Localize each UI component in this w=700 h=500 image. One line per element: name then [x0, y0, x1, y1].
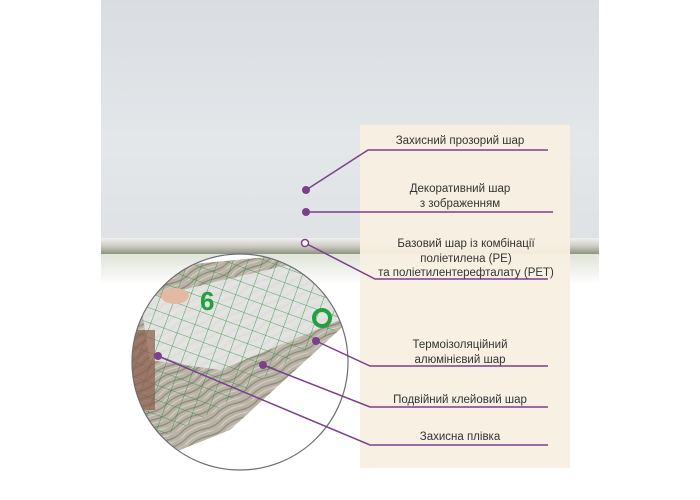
label-text: Подвійний клейовий шар [393, 394, 527, 406]
marker-dot [259, 361, 267, 369]
label-protective-film: Захисна плівка [360, 430, 560, 445]
marker-dot [302, 208, 310, 216]
magnified-sample: 6 [132, 254, 348, 470]
marker-dot [154, 352, 162, 360]
svg-text:6: 6 [200, 286, 214, 316]
label-text: Декоративний шар [409, 183, 511, 195]
label-adhesive-layer: Подвійний клейовий шар [360, 393, 560, 408]
label-text: алюмінієвий шар [414, 353, 506, 366]
label-aluminium-layer: Термоізоляційний алюмінієвий шар [360, 338, 560, 367]
label-base-layer: Базовий шар із комбінації поліетилена (P… [358, 237, 574, 281]
label-text: Базовий шар із комбінації [397, 238, 535, 250]
label-text: поліетилена (PE) [420, 252, 512, 265]
marker-dot [312, 337, 320, 345]
label-text: та поліетилентерефталату (PET) [378, 267, 554, 279]
label-text: Захисна плівка [419, 431, 501, 443]
label-text: Термоізоляційний [412, 339, 508, 351]
labels-background [360, 125, 570, 468]
marker-dot [302, 186, 310, 194]
label-protective-layer: Захисний прозорий шар [360, 134, 560, 149]
marker-ring [300, 238, 310, 248]
label-decorative-layer: Декоративний шар з зображенням [360, 182, 560, 211]
label-text: з зображенням [419, 197, 501, 210]
label-text: Захисний прозорий шар [395, 135, 525, 147]
magnifier-circle [131, 253, 349, 471]
